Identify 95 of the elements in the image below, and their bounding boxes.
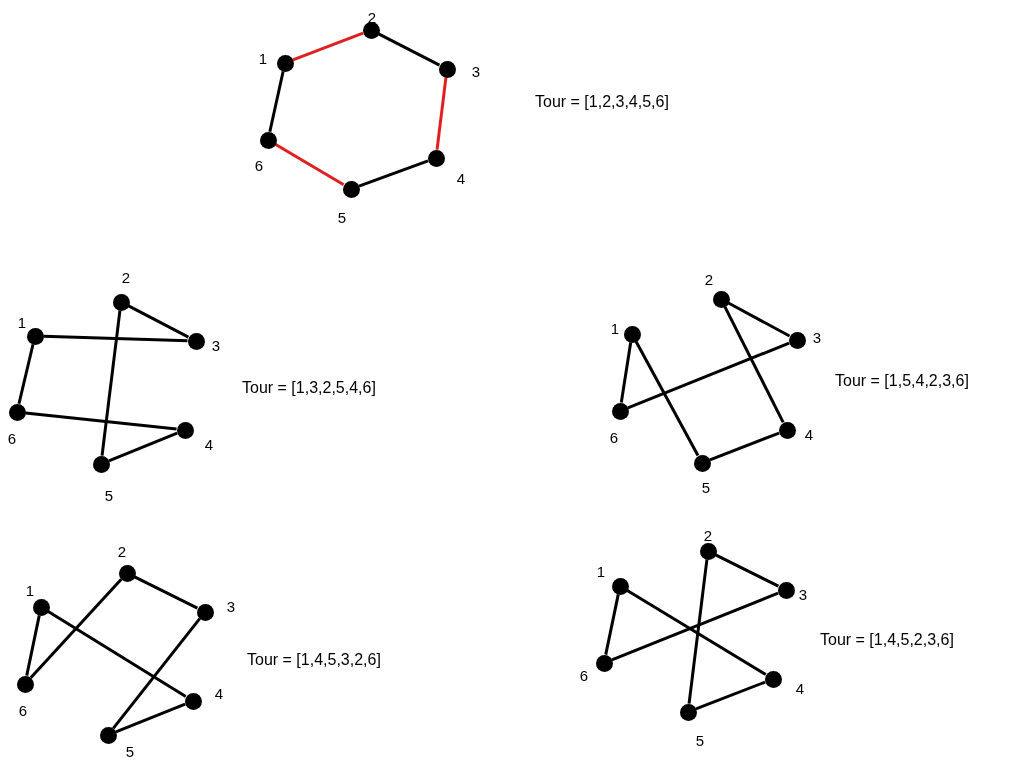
edge-line [723,305,785,424]
vertex-number: 2 [117,543,127,559]
vertex-dot [276,54,294,72]
vertex-number: 6 [254,157,264,173]
edge-line [47,610,187,698]
edge-line [100,310,122,456]
edge-line [108,431,178,463]
vertex-dot [788,331,806,349]
edge-line [17,343,35,405]
edge-line [29,578,123,679]
tour-label: Tour = [1,2,3,4,5,6] [535,92,669,112]
edge-line [292,31,364,62]
vertex-dot [16,675,34,693]
vertex-dot [176,421,194,439]
vertex-dot [623,325,641,343]
vertex-number: 1 [596,563,606,579]
vertex-number: 4 [804,426,814,442]
vertex-dot [712,290,730,308]
edge-line [25,411,177,431]
edge-line [268,70,285,133]
edge-line [727,301,791,338]
vertex-number: 3 [211,337,221,353]
vertex-number: 3 [812,329,822,345]
vertex-number: 4 [456,170,466,186]
vertex-number: 6 [18,702,28,718]
edge-line [115,702,186,734]
vertex-dot [342,180,360,198]
vertex-number: 3 [471,63,481,79]
edge-line [687,559,709,704]
edge-line [127,304,190,339]
edge-line [611,591,779,662]
vertex-dot [196,603,214,621]
edge-line [274,143,345,186]
edge-line [627,341,790,410]
vertex-number: 1 [25,582,35,598]
edge-line [619,342,633,403]
vertex-number: 5 [125,743,135,759]
vertex-number: 4 [204,436,214,452]
vertex-dot [187,332,205,350]
vertex-number: 1 [258,50,268,66]
edge-line [43,334,188,343]
edge-line [377,32,441,67]
vertex-number: 2 [367,9,377,25]
vertex-dot [8,403,26,421]
edge-line [358,159,429,188]
edge-line [714,553,780,588]
vertex-dot [118,564,136,582]
tour-label: Tour = [1,4,5,2,3,6] [820,630,954,650]
vertex-number: 5 [701,479,711,495]
vertex-dot [92,455,110,473]
tour-label: Tour = [1,3,2,5,4,6] [242,378,376,398]
vertex-dot [32,598,50,616]
edge-line [634,340,700,457]
vertex-number: 2 [704,271,714,287]
vertex-dot [777,581,795,599]
vertex-dot [438,60,456,78]
vertex-dot [764,670,782,688]
vertex-number: 2 [703,527,713,543]
vertex-dot [611,577,629,595]
edge-line [112,617,201,730]
vertex-dot [679,703,697,721]
edge-line [626,589,767,676]
edge-line [133,575,199,610]
vertex-number: 5 [104,487,114,503]
edge-line [695,680,766,711]
edge-line [709,431,780,462]
vertex-number: 6 [579,667,589,683]
vertex-number: 3 [798,586,808,602]
vertex-dot [611,402,629,420]
vertex-dot [184,692,202,710]
vertex-number: 5 [695,732,705,748]
vertex-dot [112,293,130,311]
vertex-dot [99,726,117,744]
vertex-dot [26,327,44,345]
vertex-number: 1 [17,314,27,330]
vertex-number: 6 [609,429,619,445]
tour-label: Tour = [1,5,4,2,3,6] [835,371,969,391]
vertex-number: 4 [795,680,805,696]
vertex-dot [362,21,380,39]
vertex-number: 5 [337,209,347,225]
edge-line [604,594,620,655]
tour-label: Tour = [1,4,5,3,2,6] [247,650,381,670]
vertex-dot [427,149,445,167]
vertex-number: 4 [214,685,224,701]
vertex-dot [595,654,613,672]
edge-line [435,77,448,150]
vertex-dot [259,131,277,149]
vertex-dot [699,542,717,560]
edge-line [25,615,41,676]
vertex-number: 3 [226,598,236,614]
vertex-number: 1 [610,320,620,336]
vertex-number: 2 [121,269,131,285]
vertex-dot [778,421,796,439]
vertex-number: 6 [7,430,17,446]
vertex-dot [693,454,711,472]
